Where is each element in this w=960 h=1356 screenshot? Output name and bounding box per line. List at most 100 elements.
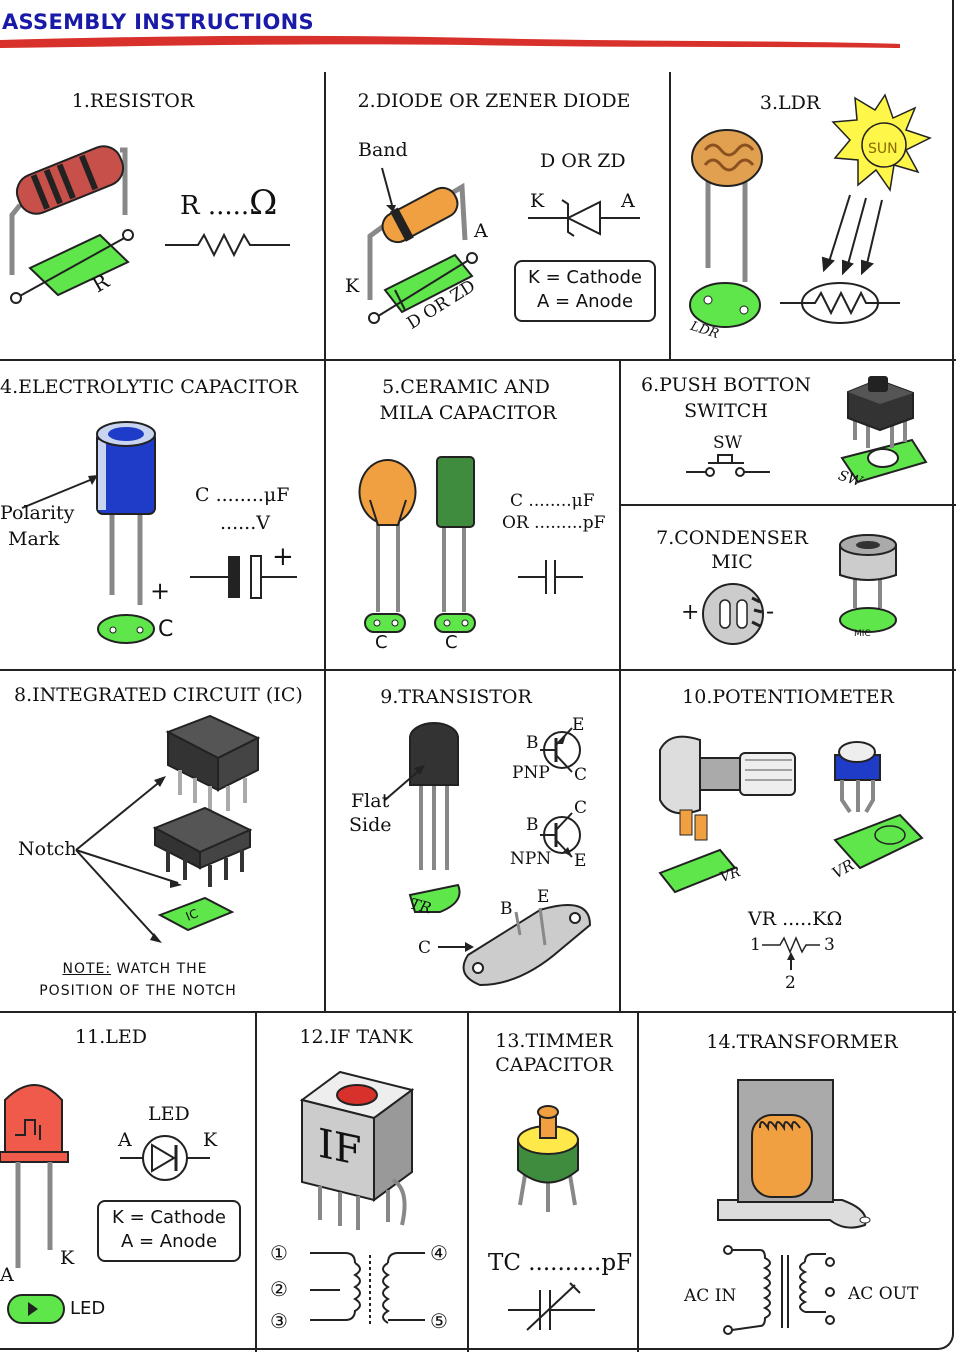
resistor-title: 1.RESISTOR — [71, 90, 195, 112]
light-arrows — [821, 194, 883, 276]
mic-plus: + — [681, 600, 700, 625]
notch-note-line2: POSITION OF THE NOTCH — [39, 983, 237, 999]
electrolytic-plus-lead: + — [150, 577, 171, 605]
if-pin-1: ① — [270, 1241, 288, 1265]
ceramic-value-pf: OR .........pF — [502, 513, 606, 533]
diode-a-symbol: A — [621, 190, 635, 212]
ac-in-label: AC IN — [684, 1286, 737, 1306]
ldr-drawing — [689, 93, 932, 328]
npn-b: B — [526, 815, 539, 835]
ic-drawing — [75, 714, 261, 943]
mic-title-line2: MIC — [711, 551, 753, 573]
npn-label: NPN — [510, 849, 552, 869]
led-title: 11.LED — [75, 1026, 147, 1048]
pnp-label: PNP — [512, 763, 550, 783]
push-button-drawing — [686, 376, 928, 484]
if-tank-body-label: IF — [318, 1120, 362, 1176]
flat-label: Flat — [351, 790, 390, 812]
trimmer-title-line1: 13.TIMMER — [495, 1030, 613, 1052]
led-a-lead: A — [0, 1264, 14, 1286]
electrolytic-capacitor-drawing — [21, 421, 297, 644]
power-transistor-b: B — [500, 899, 513, 919]
diode-k-lead: K — [345, 275, 360, 297]
diode-title: 2.DIODE OR ZENER DIODE — [357, 90, 631, 112]
led-k-lead: K — [60, 1247, 75, 1269]
pnp-c: C — [574, 765, 588, 785]
pot-pin-2: 2 — [785, 973, 796, 993]
led-a-symbol: A — [118, 1129, 132, 1151]
if-pin-4: ④ — [430, 1241, 448, 1265]
diode-k-symbol: K — [530, 190, 545, 212]
condenser-mic-drawing — [702, 534, 897, 645]
pnp-b: B — [526, 733, 539, 753]
mila-pcb-label: C — [445, 632, 458, 653]
diode-type-label: D OR ZD — [540, 150, 626, 172]
transistor-drawing — [384, 722, 592, 987]
mic-minus: - — [766, 597, 775, 625]
pnp-e: E — [572, 715, 585, 735]
mark-label: Mark — [8, 528, 60, 550]
notch-label: Notch — [18, 838, 77, 860]
pot-value: VR .....KΩ — [748, 908, 843, 930]
ceramic-pcb-label: C — [375, 632, 388, 653]
if-pin-3: ③ — [270, 1309, 288, 1333]
led-drawing — [0, 1084, 210, 1324]
led-pcb-label: LED — [70, 1298, 106, 1319]
if-tank-drawing — [299, 1070, 425, 1325]
potentiometer-drawing — [658, 735, 924, 970]
band-label: Band — [358, 139, 408, 161]
resistor-drawing — [9, 145, 290, 304]
red-brush-stroke — [0, 35, 900, 48]
transistor-title: 9.TRANSISTOR — [380, 686, 532, 708]
if-tank-title: 12.IF TANK — [299, 1026, 413, 1048]
power-transistor-c: C — [418, 938, 432, 958]
grid-lines — [0, 72, 956, 1352]
trimmer-capacitor-drawing — [508, 1105, 595, 1331]
npn-e: E — [574, 851, 587, 871]
electrolytic-plus-symbol: + — [272, 542, 294, 572]
diode-a-lead: A — [474, 220, 488, 242]
mic-pcb-label: MIC — [854, 629, 871, 639]
ceramic-title-line1: 5.CERAMIC AND — [382, 376, 550, 398]
electrolytic-title: 4.ELECTROLYTIC CAPACITOR — [0, 376, 298, 398]
trimmer-title-line2: CAPACITOR — [495, 1054, 613, 1076]
notch-arrows — [75, 779, 179, 941]
header: ASSEMBLY INSTRUCTIONS — [0, 0, 960, 60]
electrolytic-pcb-label: C — [158, 617, 174, 642]
led-symbol-label: LED — [148, 1103, 190, 1125]
mic-title-line1: 7.CONDENSER — [656, 527, 808, 549]
push-button-title-line1: 6.PUSH BOTTON — [640, 374, 812, 396]
sun-label: SUN — [868, 141, 898, 157]
page-title: ASSEMBLY INSTRUCTIONS — [2, 10, 314, 34]
npn-c: C — [574, 798, 588, 818]
ceramic-title-line2: MILA CAPACITOR — [379, 402, 557, 424]
pnp-symbol — [540, 727, 581, 773]
ldr-title: 3.LDR — [759, 92, 821, 114]
electrolytic-value-uf: C ........μF — [195, 484, 290, 506]
resistor-value: R .....Ω — [180, 183, 278, 223]
electrolytic-value-v: ......V — [220, 512, 270, 534]
power-transistor-e: E — [537, 887, 550, 907]
switch-symbol-label: SW — [713, 433, 743, 453]
pot-pin-3: 3 — [824, 935, 835, 955]
side-label: Side — [349, 814, 392, 836]
npn-symbol — [540, 812, 581, 858]
led-k-symbol: K — [203, 1129, 218, 1151]
sun-icon — [831, 93, 932, 192]
ceramic-mila-capacitor-drawing — [358, 456, 583, 633]
notch-note: NOTE: WATCH THE — [62, 961, 208, 977]
potentiometer-title: 10.POTENTIOMETER — [682, 686, 894, 708]
if-pin-5: ⑤ — [430, 1309, 448, 1333]
push-button-title-line2: SWITCH — [684, 400, 768, 422]
ac-out-label: AC OUT — [848, 1284, 919, 1304]
pot-pin-1: 1 — [750, 935, 761, 955]
polarity-label: Polarity — [0, 502, 75, 524]
transformer-title: 14.TRANSFORMER — [706, 1031, 898, 1053]
transformer-drawing — [717, 1079, 871, 1335]
ic-title: 8.INTEGRATED CIRCUIT (IC) — [14, 684, 303, 706]
ceramic-value-uf: C ........μF — [510, 491, 595, 511]
